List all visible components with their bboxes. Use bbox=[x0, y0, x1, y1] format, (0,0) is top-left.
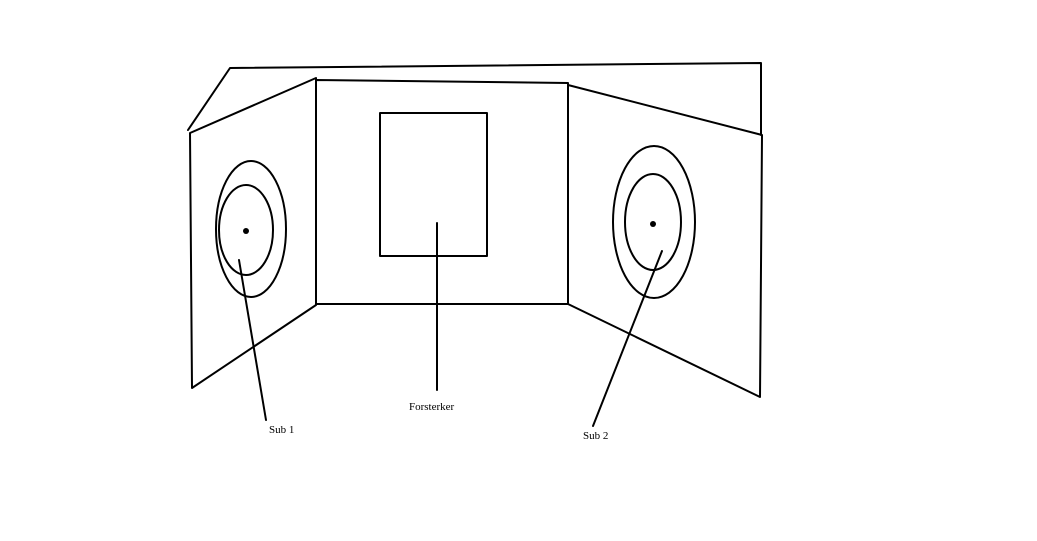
sub2-outer-ring bbox=[612, 145, 696, 299]
sub1-label: Sub 1 bbox=[269, 424, 294, 436]
sub1-center-dot bbox=[243, 228, 249, 234]
sub2-inner-ring bbox=[624, 173, 682, 271]
right-panel bbox=[567, 84, 763, 398]
amplifier-box bbox=[379, 112, 488, 257]
sub2-speaker bbox=[612, 145, 696, 299]
amplifier-label: Forsterker bbox=[409, 401, 455, 413]
sub2-leader-line bbox=[592, 250, 663, 427]
sub1-inner-ring bbox=[218, 184, 274, 276]
sub2-center-dot bbox=[650, 221, 656, 227]
sub1-leader-line bbox=[238, 259, 267, 421]
box-top-outline bbox=[187, 62, 762, 136]
sub2-label: Sub 2 bbox=[583, 430, 608, 442]
sub1-speaker bbox=[215, 160, 287, 298]
sub1-outer-ring bbox=[215, 160, 287, 298]
